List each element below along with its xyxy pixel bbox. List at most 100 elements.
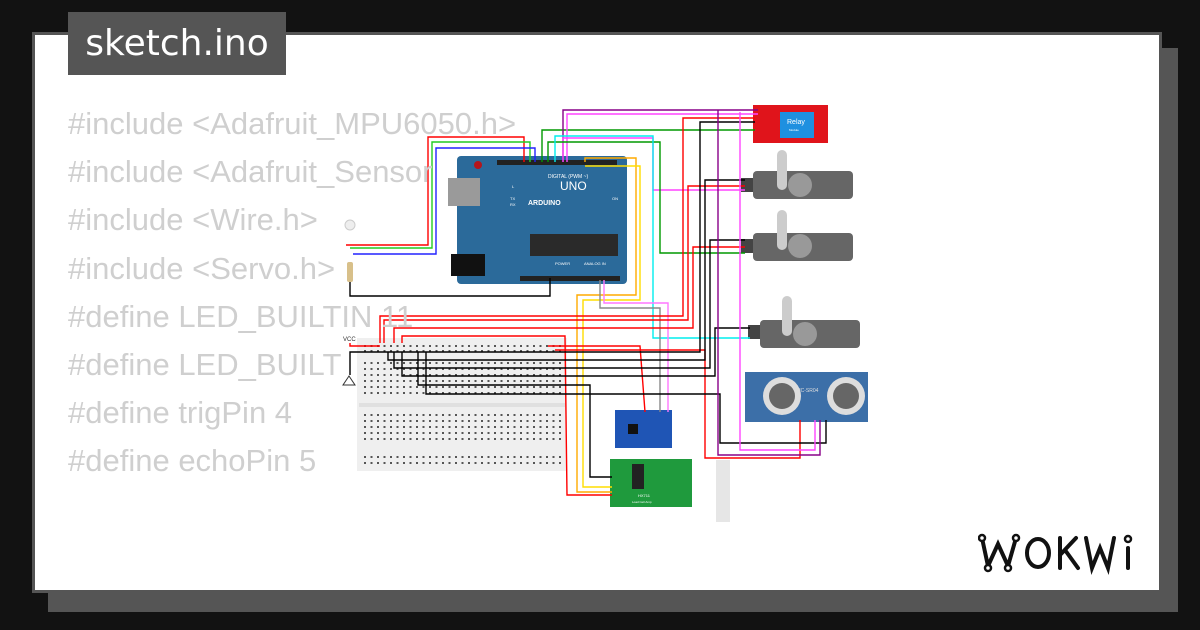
ground-symbol [342,375,356,386]
breadboard-hole [500,456,503,458]
breadboard-hole [396,426,399,428]
breadboard-hole [429,432,431,434]
breadboard-hole [461,462,464,464]
breadboard-hole [390,362,392,364]
breadboard-hole [364,420,366,422]
breadboard-hole [513,456,516,458]
breadboard-hole [494,420,496,422]
breadboard-hole [533,426,535,428]
breadboard-hole [396,380,399,382]
breadboard-hole [546,432,548,434]
breadboard-hole [487,432,490,434]
breadboard-hole [461,414,464,416]
servo-3 [748,296,860,348]
breadboard-hole [526,456,529,458]
breadboard-hole [552,386,555,388]
breadboard-hole [513,386,516,388]
breadboard-hole [396,462,399,464]
breadboard-hole [520,426,522,428]
breadboard-hole [513,420,516,422]
breadboard-hole [364,426,366,428]
breadboard-hole [442,362,444,364]
breadboard-hole [461,420,464,422]
breadboard-hole [370,368,373,370]
breadboard-hole [390,392,392,394]
breadboard-hole [429,380,431,382]
breadboard-hole [507,438,509,440]
breadboard-hole [474,420,477,422]
breadboard-hole [422,350,425,352]
breadboard-hole [539,374,542,376]
breadboard-hole [546,350,548,352]
breadboard-hole [370,432,373,434]
breadboard-hole [546,380,548,382]
breadboard-hole [468,426,470,428]
breadboard-hole [390,350,392,352]
breadboard-hole [383,345,386,347]
hc-sr04-sensor: HC-SR04 [745,372,868,422]
breadboard-hole [487,362,490,364]
breadboard-hole [500,368,503,370]
breadboard-hole [442,414,444,416]
breadboard-hole [546,414,548,416]
breadboard-hole [370,386,373,388]
breadboard-hole [429,345,431,347]
breadboard-hole [461,362,464,364]
breadboard-hole [481,345,483,347]
breadboard-hole [448,368,451,370]
breadboard-hole [383,374,386,376]
relay-sub-label: Module [789,128,799,132]
breadboard-hole [526,362,529,364]
breadboard-hole [513,380,516,382]
breadboard-hole [533,414,535,416]
breadboard-hole [552,426,555,428]
breadboard-hole [468,380,470,382]
breadboard-hole [396,374,399,376]
breadboard-hole [370,414,373,416]
breadboard-hole [383,462,386,464]
breadboard-hole [422,414,425,416]
breadboard-hole [416,350,418,352]
breadboard-hole [442,438,444,440]
breadboard-hole [494,432,496,434]
breadboard-hole [513,368,516,370]
breadboard-hole [409,386,412,388]
breadboard-hole [448,386,451,388]
digital-label: DIGITAL (PWM ~) [548,174,588,180]
breadboard-hole [409,426,412,428]
breadboard-hole [500,362,503,364]
breadboard-hole [559,426,561,428]
breadboard-hole [442,350,444,352]
breadboard-hole [487,350,490,352]
breadboard-hole [403,380,405,382]
breadboard-hole [474,374,477,376]
breadboard-hole [533,362,535,364]
breadboard-hole [377,456,379,458]
breadboard-hole [481,386,483,388]
breadboard-hole [429,362,431,364]
breadboard-hole [409,462,412,464]
code-line: #define LED_BUILT [68,346,342,382]
breadboard-hole [429,368,431,370]
relay-label: Relay [787,119,805,126]
breadboard-hole [552,438,555,440]
breadboard-hole [377,426,379,428]
breadboard-hole [474,438,477,440]
file-tab[interactable]: sketch.ino [68,12,286,75]
breadboard-hole [487,386,490,388]
breadboard-hole [435,386,438,388]
breadboard-hole [513,438,516,440]
breadboard-hole [481,368,483,370]
breadboard-hole [468,362,470,364]
breadboard-hole [533,380,535,382]
breadboard-hole [403,350,405,352]
breadboard-hole [487,414,490,416]
breadboard-hole [448,374,451,376]
mpu6050-module [615,410,672,448]
breadboard-hole [494,414,496,416]
breadboard-hole [455,462,457,464]
breadboard-hole [481,374,483,376]
breadboard-hole [442,426,444,428]
breadboard-hole [448,456,451,458]
